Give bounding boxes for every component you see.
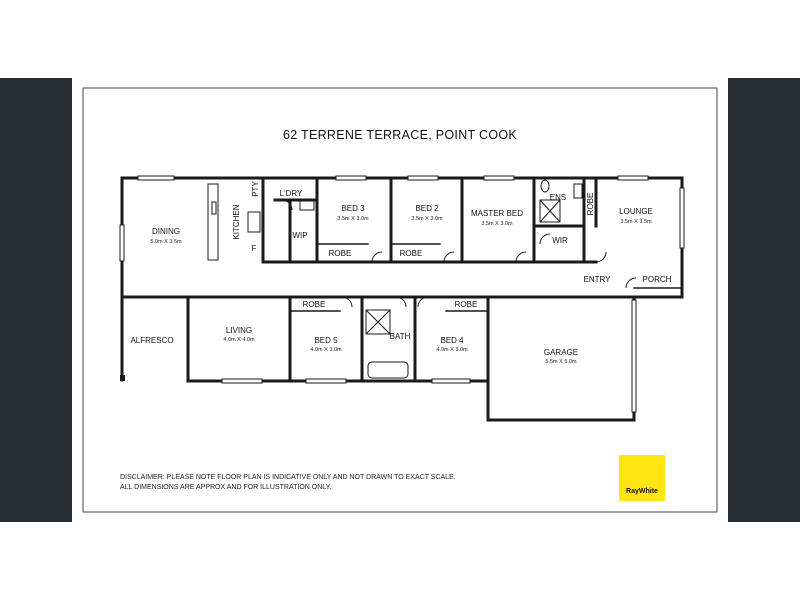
bed4-robe-label: ROBE bbox=[455, 300, 478, 309]
bed2-dims: 3.5m X 3.0m bbox=[411, 216, 443, 222]
bed2-label: BED 2 bbox=[415, 204, 439, 213]
bed3-dims: 3.5m X 3.0m bbox=[337, 216, 369, 222]
bed5-dims: 4.0m X 3.0m bbox=[310, 347, 342, 353]
master-bed-label: MASTER BED bbox=[471, 209, 523, 218]
logo-text: RayWhite bbox=[626, 488, 658, 495]
disclaimer-line-2: ALL DIMENSIONS ARE APPROX AND FOR ILLUST… bbox=[120, 484, 331, 491]
bath-label: BATH bbox=[390, 332, 411, 341]
lounge-dims: 3.5m X 3.5m bbox=[620, 219, 652, 225]
bed5-robe-label: ROBE bbox=[303, 300, 326, 309]
bed4-label: BED 4 bbox=[440, 336, 464, 345]
living-dims: 4.0m X 4.0m bbox=[223, 337, 255, 343]
entry-label: ENTRY bbox=[584, 275, 612, 284]
pantry-label: PTY bbox=[251, 181, 260, 197]
garage-dims: 5.5m X 6.0m bbox=[545, 359, 577, 365]
plan-title: 62 TERRENE TERRACE, POINT COOK bbox=[283, 128, 517, 142]
living-label: LIVING bbox=[226, 326, 252, 335]
lounge-label: LOUNGE bbox=[619, 207, 653, 216]
wip-label: WIP bbox=[292, 231, 307, 240]
disclaimer-line-1: DISCLAIMER: PLEASE NOTE FLOOR PLAN IS IN… bbox=[120, 474, 456, 481]
plan-border bbox=[82, 87, 718, 513]
master-bed-dims: 3.5m X 3.0m bbox=[481, 221, 513, 227]
ensuite-label: ENS bbox=[550, 193, 566, 202]
doors bbox=[281, 199, 637, 308]
bed2-robe-label: ROBE bbox=[400, 249, 423, 258]
bed5-label: BED 5 bbox=[314, 336, 338, 345]
floor-plan-sheet bbox=[72, 78, 728, 522]
fridge-label: F bbox=[252, 244, 257, 253]
porch-label: PORCH bbox=[643, 275, 672, 284]
bed3-label: BED 3 bbox=[341, 204, 365, 213]
wir-label: WIR bbox=[552, 236, 568, 245]
fixtures bbox=[207, 179, 583, 379]
raywhite-logo: RayWhite bbox=[619, 455, 665, 501]
bed4-dims: 4.0m X 3.0m bbox=[436, 347, 468, 353]
kitchen-label: KITCHEN bbox=[232, 204, 241, 239]
right-dark-bar bbox=[728, 78, 800, 522]
laundry-label: L'DRY bbox=[280, 189, 303, 198]
windows bbox=[119, 175, 685, 413]
garage-label: GARAGE bbox=[544, 348, 578, 357]
walls bbox=[120, 176, 684, 422]
master-robe-label: ROBE bbox=[586, 193, 595, 216]
dining-dims: 5.0m X 3.5m bbox=[150, 239, 182, 245]
dining-label: DINING bbox=[152, 227, 180, 236]
alfresco-label: ALFRESCO bbox=[130, 336, 173, 345]
bed3-robe-label: ROBE bbox=[329, 249, 352, 258]
left-dark-bar bbox=[0, 78, 72, 522]
